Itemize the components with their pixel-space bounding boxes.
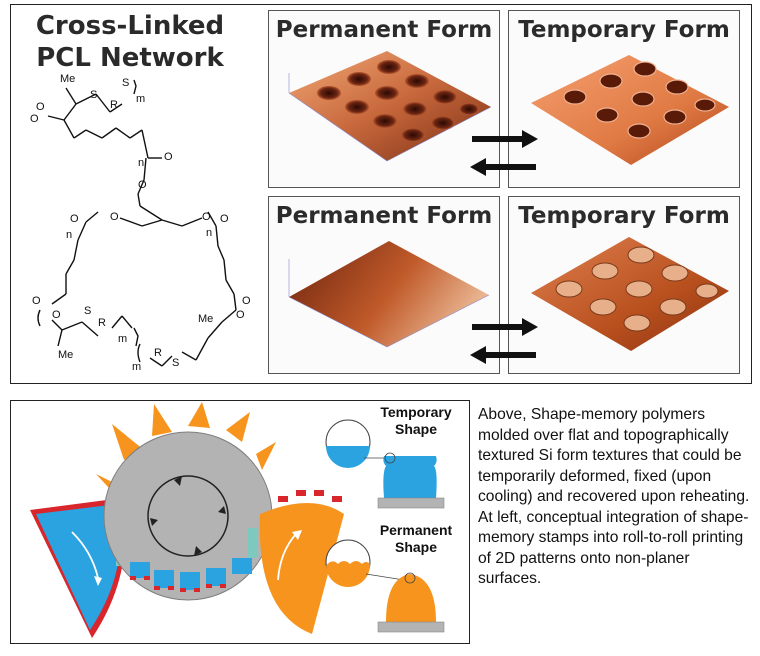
afm-label: Permanent Form [275, 203, 493, 229]
svg-text:O: O [70, 213, 79, 225]
temporary-shape-label: Temporary Shape [380, 404, 452, 437]
svg-text:S: S [172, 357, 179, 369]
svg-text:n: n [138, 157, 144, 169]
svg-text:m: m [132, 361, 141, 373]
afm-surface-image [531, 55, 729, 165]
svg-text:O: O [36, 101, 45, 113]
afm-label: Temporary Form [518, 17, 730, 43]
top-figure-panel [10, 4, 752, 384]
svg-text:Me: Me [60, 73, 75, 85]
afm-panel-temporary-textured: Temporary Form [508, 10, 740, 188]
svg-text:m: m [136, 93, 145, 105]
figure-caption: Above, Shape-memory polymers molded over… [478, 406, 750, 587]
svg-text:m: m [118, 333, 127, 345]
afm-panel-temporary-flat: Temporary Form [508, 196, 740, 374]
reversible-arrows-top [470, 130, 538, 176]
svg-text:O: O [138, 179, 147, 191]
bottom-figure-panel [10, 400, 470, 644]
svg-text:O: O [30, 113, 39, 125]
permanent-shape-label: Permanent Shape [379, 522, 453, 555]
svg-text:O: O [242, 295, 251, 307]
svg-text:S: S [122, 77, 129, 89]
afm-surface-image [288, 241, 490, 348]
svg-text:S: S [84, 305, 91, 317]
svg-text:O: O [110, 211, 119, 223]
svg-text:n: n [66, 229, 72, 241]
svg-text:Me: Me [58, 349, 73, 361]
afm-label: Temporary Form [518, 203, 730, 229]
afm-surface-image [288, 51, 492, 162]
svg-text:O: O [164, 151, 173, 163]
network-title: Cross-Linked PCL Network [35, 11, 225, 73]
pcl-chemical-structure: Me S R S m O O n O O O O O n O n O O S R… [30, 73, 251, 373]
svg-text:O: O [202, 211, 211, 223]
svg-text:R: R [154, 347, 162, 359]
svg-text:O: O [220, 213, 229, 225]
svg-text:O: O [32, 295, 41, 307]
svg-text:O: O [236, 309, 245, 321]
svg-text:R: R [110, 99, 118, 111]
svg-text:R: R [98, 317, 106, 329]
reversible-arrows-bottom [470, 318, 538, 364]
afm-surface-image [531, 237, 729, 351]
svg-text:O: O [52, 309, 61, 321]
roll-to-roll-diagram [30, 402, 445, 638]
afm-panel-permanent-flat: Permanent Form [268, 196, 500, 374]
svg-text:S: S [90, 89, 97, 101]
svg-text:Me: Me [198, 313, 213, 325]
afm-label: Permanent Form [275, 17, 493, 43]
svg-text:n: n [206, 227, 212, 239]
afm-panel-permanent-textured: Permanent Form [268, 10, 500, 188]
